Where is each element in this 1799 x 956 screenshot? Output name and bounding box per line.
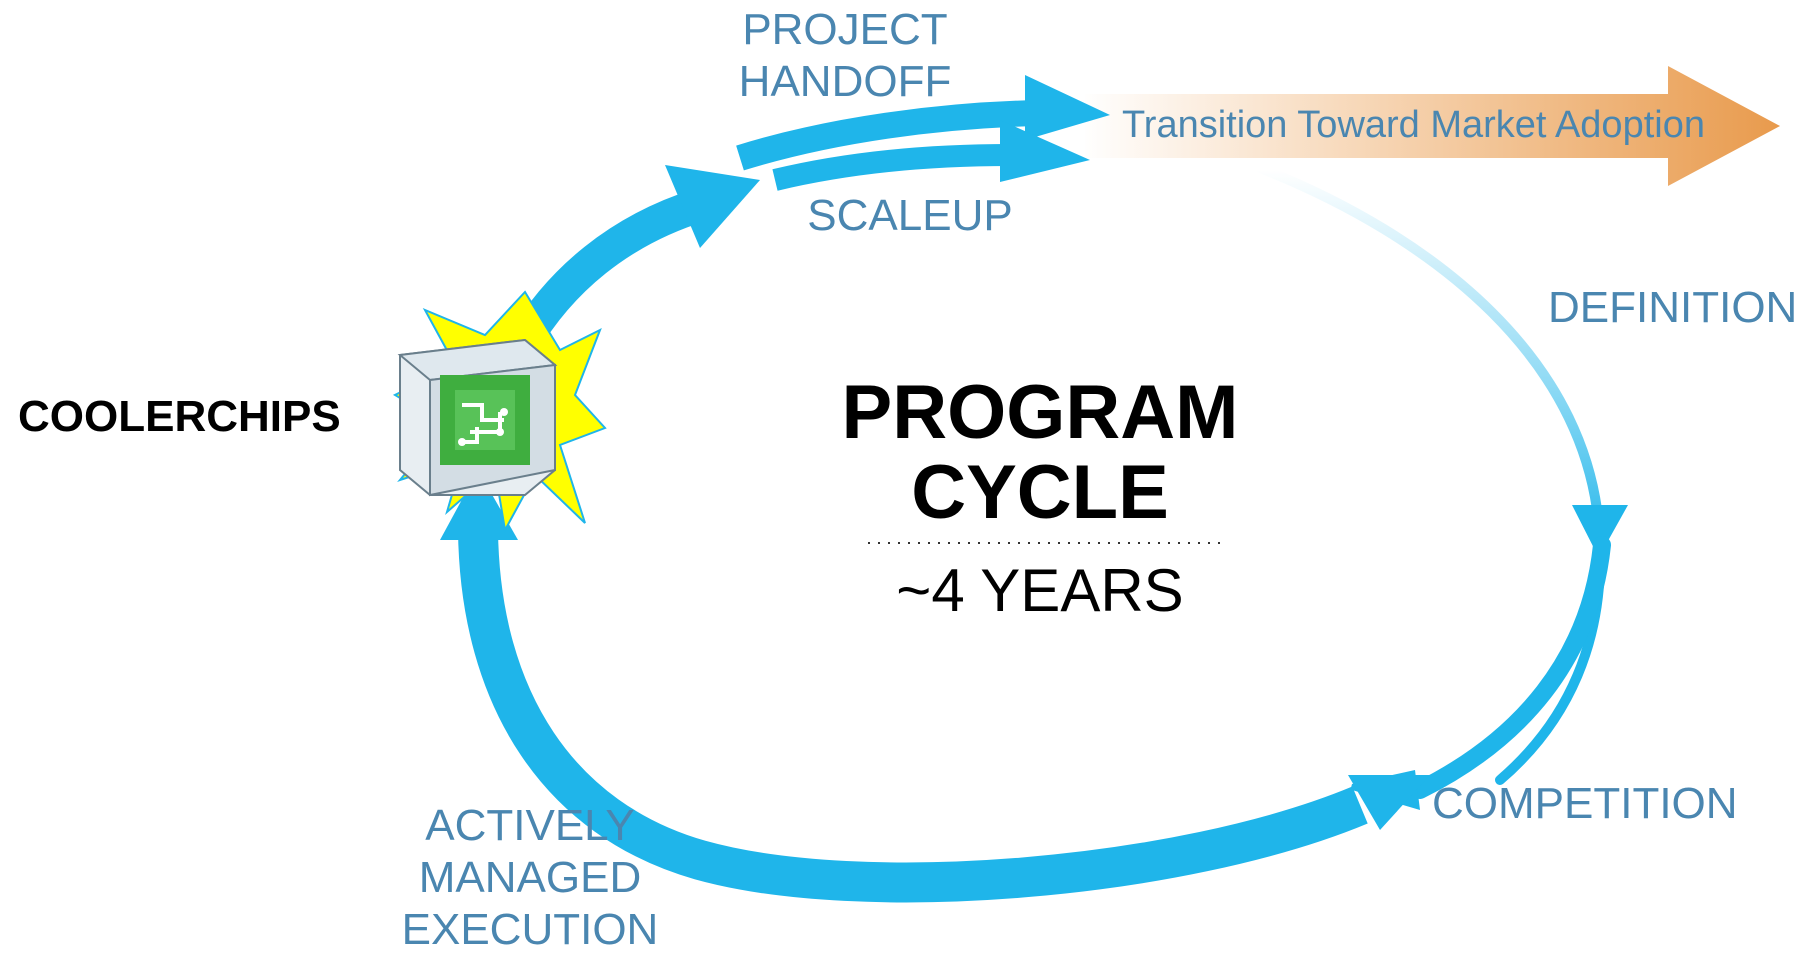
brand-label: COOLERCHIPS (18, 392, 341, 441)
project-handoff-label: PROJECT HANDOFF (730, 4, 960, 108)
execution-line1: ACTIVELY (425, 801, 635, 850)
execution-arc (458, 529, 1368, 903)
market-transition-arrow (1085, 66, 1780, 186)
center-duration: ~4 YEARS (896, 557, 1184, 624)
handoff-arrowhead-upper (1025, 75, 1110, 140)
scaleup-arrowhead (1000, 120, 1090, 182)
project-handoff-line2: HANDOFF (738, 57, 952, 106)
handoff-arrowhead-lower (665, 165, 760, 248)
center-title-line2: CYCLE (911, 450, 1169, 535)
scaleup-arc (772, 144, 1011, 191)
execution-arrowhead (440, 470, 518, 540)
handoff-arc-lower (507, 188, 706, 354)
execution-line3: EXECUTION (401, 905, 659, 954)
center-title-line1: PROGRAM (841, 370, 1239, 455)
competition-label: COMPETITION (1432, 779, 1738, 828)
chip-cube-icon (397, 338, 558, 497)
definition-arc (1255, 163, 1606, 785)
definition-label: DEFINITION (1548, 283, 1798, 332)
definition-arrowhead (1572, 505, 1628, 560)
execution-line2: MANAGED (418, 853, 642, 902)
market-adoption-label: Transition Toward Market Adoption (1122, 104, 1705, 146)
competition-arrowhead-main (1348, 775, 1430, 830)
execution-label: ACTIVELY MANAGED EXECUTION (400, 800, 660, 956)
handoff-arc-upper (736, 100, 1041, 171)
project-handoff-line1: PROJECT (742, 5, 948, 54)
scaleup-label: SCALEUP (807, 191, 1013, 240)
competition-arc (1411, 536, 1611, 799)
